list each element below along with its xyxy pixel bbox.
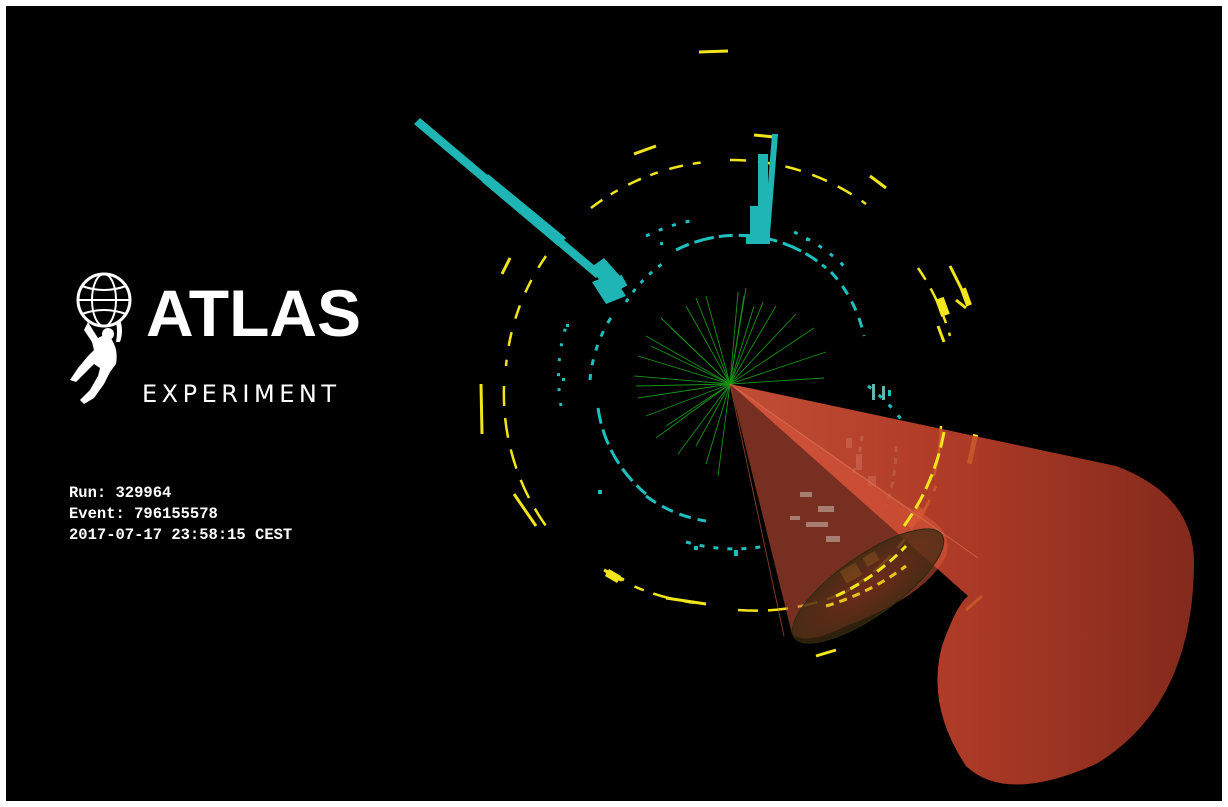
event-number: Event: 796155578 (69, 505, 218, 523)
event-display-scene (414, 49, 1195, 785)
calorimeter-arcs-over-cone (825, 431, 946, 608)
experiment-subtitle: EXPERIMENT (142, 380, 341, 408)
muon-track-left (414, 118, 628, 304)
jet-cone (729, 383, 1195, 785)
event-datetime: 2017-07-17 23:58:15 CEST (69, 526, 293, 544)
atlas-wordmark: ATLAS (146, 276, 362, 350)
run-number: Run: 329964 (69, 484, 172, 502)
atlas-logo: ATLAS EXPERIMENT (64, 272, 384, 422)
event-display-canvas: ATLAS EXPERIMENT Run: 329964 Event: 7961… (6, 6, 1222, 801)
atlas-figure-holding-globe-icon (70, 272, 132, 404)
inner-tracks (633, 287, 827, 477)
chamber-dots (562, 238, 891, 556)
muon-track-top (746, 134, 778, 244)
event-info: Run: 329964 Event: 796155578 2017-07-17 … (69, 483, 292, 546)
